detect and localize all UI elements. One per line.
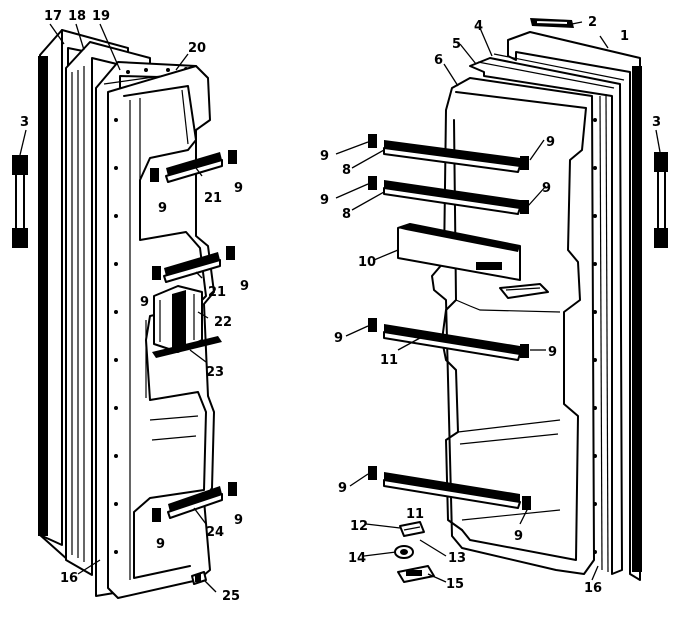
left-ice-bucket-bin (153, 285, 203, 353)
callout-9-right-f: 9 (548, 345, 557, 360)
callout-22: 22 (214, 315, 232, 330)
callout-1: 1 (620, 29, 629, 44)
left-door-shelf-bar-middle (163, 252, 221, 283)
callout-9-left-e: 9 (234, 513, 243, 528)
leader-lines (19, 21, 661, 593)
callout-6: 6 (434, 53, 443, 68)
callout-9-right-h: 9 (514, 529, 523, 544)
callout-18: 18 (68, 9, 86, 24)
callout-2: 2 (588, 15, 597, 30)
right-shelf-clips (368, 134, 531, 510)
callout-16-right: 16 (584, 581, 602, 596)
callout-19: 19 (92, 9, 110, 24)
callout-9-right-e: 9 (334, 331, 343, 346)
callout-10: 10 (358, 255, 376, 270)
callout-16-left: 16 (60, 571, 78, 586)
callout-12: 12 (350, 519, 368, 534)
left-shelf-clips (150, 150, 237, 522)
callout-9-right-g: 9 (338, 481, 347, 496)
callout-9-right-c: 9 (320, 193, 329, 208)
callout-3-left: 3 (20, 115, 29, 130)
callout-3-right: 3 (652, 115, 661, 130)
callout-21-middle: 21 (208, 285, 226, 300)
left-liner-screws (114, 118, 118, 554)
callout-20: 20 (188, 41, 206, 56)
callout-labels: 17 18 19 20 3 9 9 21 9 9 21 22 23 9 9 24… (20, 9, 661, 604)
right-dairy-compartment (397, 223, 549, 299)
callout-5: 5 (452, 37, 461, 52)
callout-9-left-c: 9 (240, 279, 249, 294)
right-liner-screws (593, 118, 597, 554)
right-door-shelf-bar-upper (383, 140, 521, 173)
callout-21-upper: 21 (204, 191, 222, 206)
callout-4: 4 (474, 19, 483, 34)
callout-9-left-a: 9 (234, 181, 243, 196)
callout-9-right-a: 9 (320, 149, 329, 164)
callout-11-middle: 11 (380, 353, 398, 368)
callout-9-left-d: 9 (140, 295, 149, 310)
callout-9-right-d: 9 (542, 181, 551, 196)
callout-24: 24 (206, 525, 224, 540)
callout-9-left-b: 9 (158, 201, 167, 216)
callout-15: 15 (446, 577, 464, 592)
callout-9-right-b: 9 (546, 135, 555, 150)
left-bottom-part-25 (191, 571, 207, 585)
callout-11-lower: 11 (406, 507, 424, 522)
left-door-shelf-bar-upper (165, 152, 223, 183)
right-door-handle (654, 152, 668, 248)
left-door-edge-strip (38, 56, 48, 536)
right-door-assembly (368, 18, 668, 583)
right-door-edge-strip (632, 66, 642, 572)
callout-17: 17 (44, 9, 62, 24)
part-14-cam (394, 545, 414, 559)
right-door-gasket (469, 57, 623, 575)
callout-8-second: 8 (342, 207, 351, 222)
right-handle-cover (530, 18, 574, 28)
callout-9-left-f: 9 (156, 537, 165, 552)
callout-23: 23 (206, 365, 224, 380)
left-door-handle (12, 155, 28, 248)
callout-14: 14 (348, 551, 366, 566)
left-door-shelf-bar-lower (167, 486, 223, 519)
left-door-shelf-bar-23 (152, 336, 222, 358)
callout-25: 25 (222, 589, 240, 604)
right-door-shelf-bar-lower (383, 472, 521, 509)
part-12-bracket (399, 521, 425, 537)
callout-13: 13 (448, 551, 466, 566)
callout-8-upper: 8 (342, 163, 351, 178)
left-door-assembly (12, 29, 237, 599)
